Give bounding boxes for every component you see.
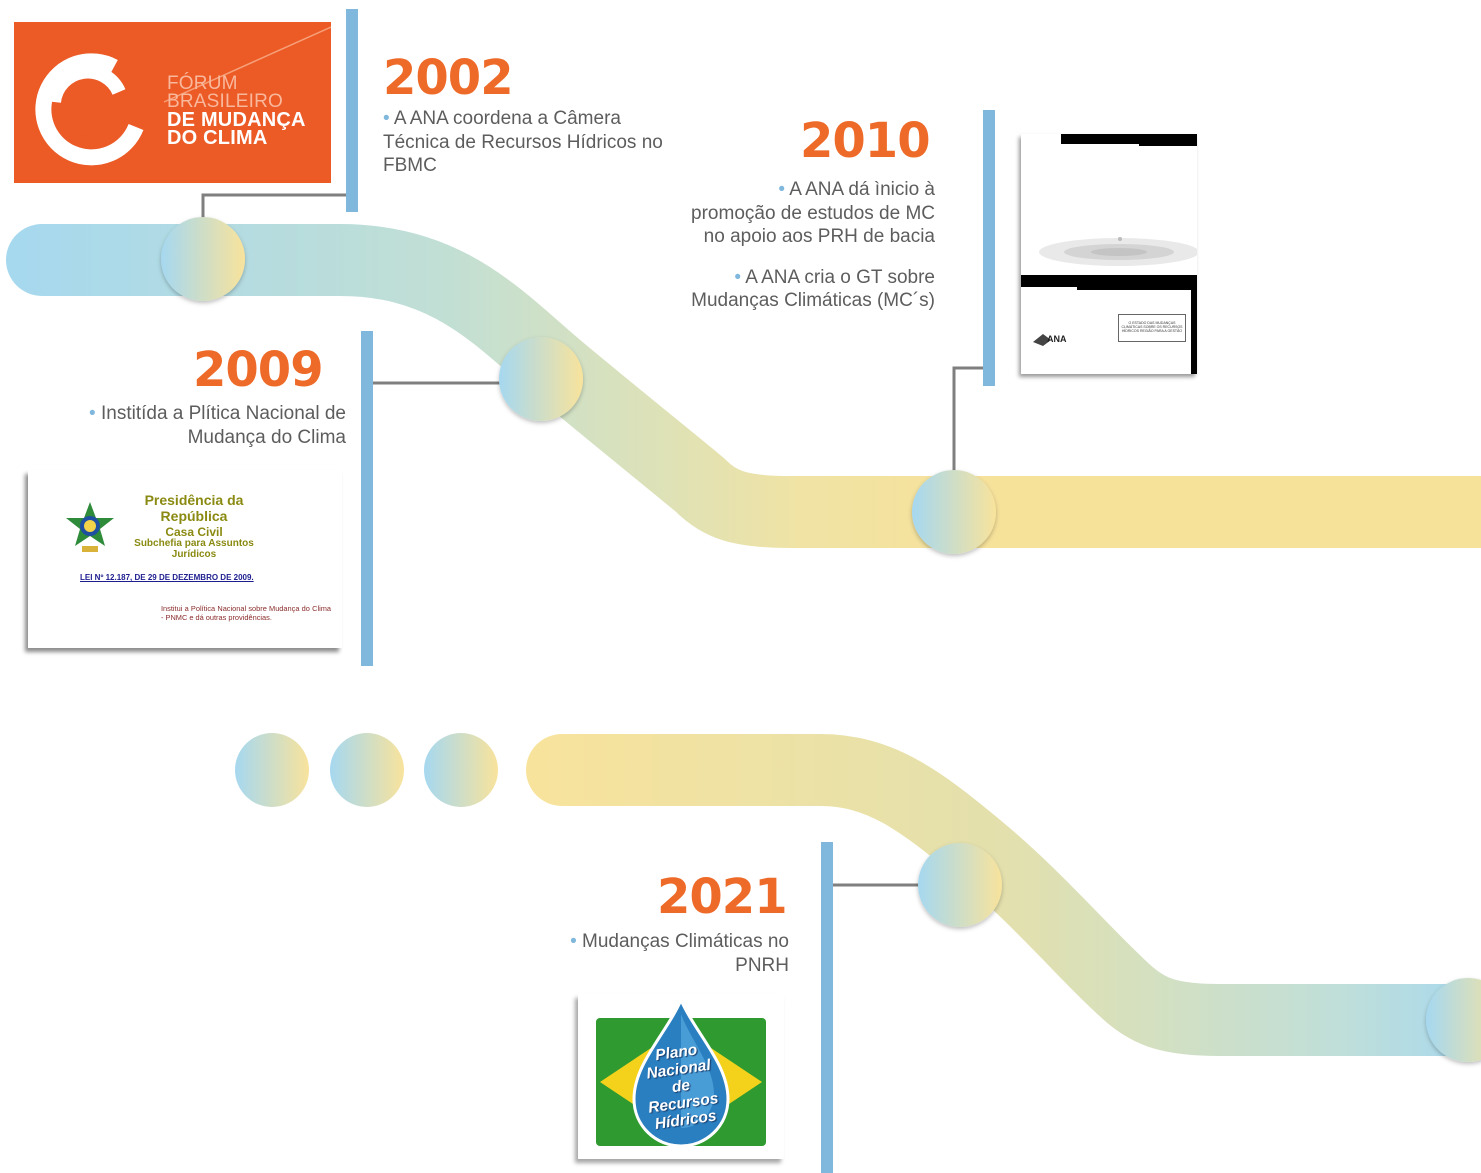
year-2021: 2021 — [657, 869, 788, 925]
bullet-icon: • — [778, 179, 785, 200]
logo-line: DE MUDANÇA — [167, 109, 306, 131]
water-drop-image-icon — [1021, 134, 1197, 374]
timeline-dot — [499, 337, 583, 421]
coat-of-arms-icon — [66, 502, 114, 552]
event-2009-text: • Institída a Plítica Nacional de Mudanç… — [89, 403, 346, 448]
fbmc-emblem-icon — [35, 26, 331, 166]
event-2002-text: • A ANA coordena a Câmera Técnica de Rec… — [383, 108, 663, 176]
ellipsis-dot — [424, 733, 498, 807]
logo-line: FÓRUM — [167, 73, 238, 94]
pnrh-logo: Plano Nacional de Recursos Hídricos — [578, 994, 784, 1159]
bullet-icon: • — [89, 403, 96, 424]
road-segment-bottom — [526, 734, 1481, 1056]
law-document-card: Presidência da República Casa Civil Subc… — [28, 470, 342, 648]
ana-document-cover: ANA O ESTADO DAS MUDANÇAS CLIMÁTICAS SOB… — [1021, 134, 1197, 374]
event-2021-text: • Mudanças Climáticas no PNRH — [570, 931, 789, 976]
logo-line: DO CLIMA — [167, 127, 268, 149]
logo-line: BRASILEIRO — [167, 91, 284, 112]
ellipsis-dot — [330, 733, 404, 807]
year-2009: 2009 — [193, 342, 324, 398]
fbmc-logo: FÓRUM BRASILEIRO DE MUDANÇA DO CLIMA — [14, 22, 331, 183]
bullet-icon: • — [383, 108, 390, 129]
event-2010-text: • A ANA dá ìnicio à promoção de estudos … — [691, 179, 935, 311]
timeline-dot — [912, 470, 996, 554]
timeline-dot — [161, 217, 245, 301]
brazil-flag-drop-icon — [596, 996, 766, 1148]
year-2002: 2002 — [383, 50, 514, 106]
ana-logo: ANA — [1047, 334, 1067, 344]
road-segment-top — [6, 224, 1481, 548]
timeline-dot — [918, 843, 1002, 927]
law-link[interactable]: LEI Nº 12.187, DE 29 DE DEZEMBRO DE 2009… — [80, 573, 254, 582]
year-2010: 2010 — [800, 113, 931, 169]
ellipsis-dot — [235, 733, 309, 807]
bullet-icon: • — [570, 931, 577, 952]
timeline-dot — [1426, 978, 1481, 1062]
bullet-icon: • — [734, 266, 742, 288]
